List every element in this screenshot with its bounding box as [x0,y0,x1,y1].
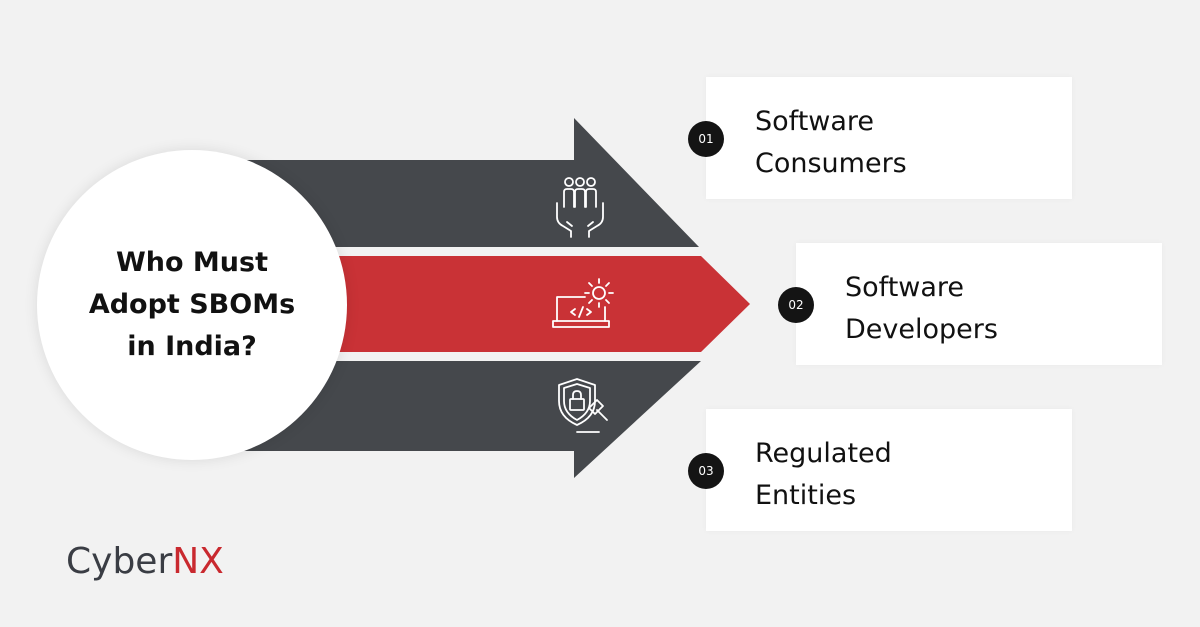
card-regulated-entities: Regulated Entities [706,409,1072,531]
card-software-developers: Software Developers [796,243,1162,365]
card-software-consumers: Software Consumers [706,77,1072,199]
cybernx-logo: CyberNX [66,538,224,586]
badge-02: 02 [778,287,814,323]
title-circle: Who Must Adopt SBOMs in India? [37,150,347,460]
badge-01: 01 [688,121,724,157]
card-label-software-developers: Software Developers [845,272,998,345]
shield-lock-gavel-icon [558,378,608,433]
card-label-regulated-entities: Regulated Entities [755,438,892,511]
logo-part-nx: NX [172,541,224,582]
people-in-hands-icon [556,177,604,238]
card-label-software-consumers: Software Consumers [755,106,907,179]
badge-03: 03 [688,453,724,489]
logo-part-cyber: Cyber [66,541,173,582]
laptop-code-gear-icon [552,278,614,328]
page-title: Who Must Adopt SBOMs in India? [88,247,296,362]
